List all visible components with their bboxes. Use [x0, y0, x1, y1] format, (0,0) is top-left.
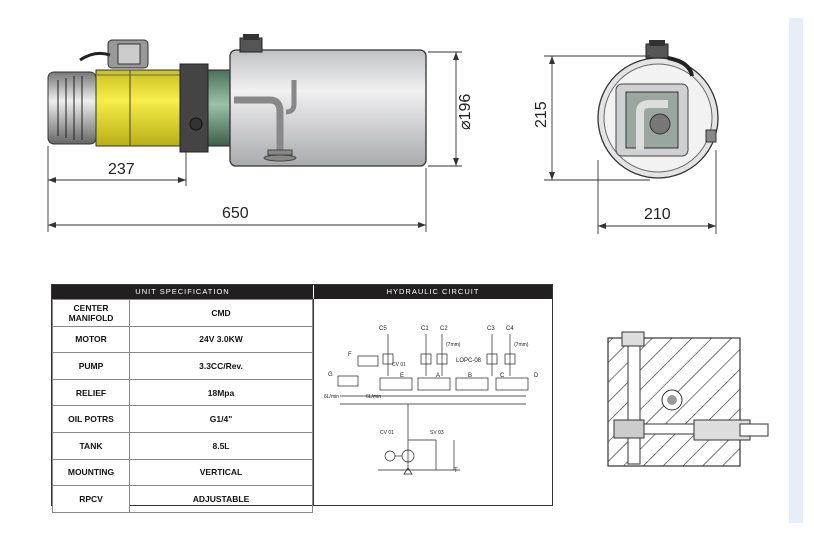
- svg-text:LOPC-08: LOPC-08: [456, 358, 482, 364]
- spec-key: MOUNTING: [52, 458, 130, 487]
- spec-value: VERTICAL: [129, 458, 313, 487]
- svg-text:E: E: [400, 373, 404, 379]
- dim-237: 237: [108, 161, 135, 178]
- circuit-labels: C5 C1 C2 C3 C4 F G E A B C D CV 01 CV 01…: [324, 326, 539, 474]
- svg-text:6L/min: 6L/min: [366, 394, 381, 400]
- svg-text:C5: C5: [379, 326, 387, 332]
- svg-text:CV 01: CV 01: [380, 430, 394, 436]
- spec-value: 24V 3.0KW: [129, 325, 313, 354]
- side-view-power-unit: [47, 34, 427, 167]
- svg-text:G: G: [328, 372, 333, 378]
- svg-text:C4: C4: [506, 326, 514, 332]
- spec-value: ADJUSTABLE: [129, 485, 313, 513]
- dim-650: 650: [222, 205, 249, 222]
- svg-text:(7mm): (7mm): [446, 342, 461, 348]
- svg-text:SV 03: SV 03: [430, 430, 444, 436]
- spec-key: RELIEF: [52, 378, 130, 407]
- right-edge-strip: [789, 18, 803, 523]
- spec-key: OIL POTRS: [52, 405, 130, 433]
- spec-value: 18Mpa: [129, 378, 313, 407]
- manifold-cross-section: [607, 331, 769, 467]
- dim-diameter-196: ⌀196: [457, 94, 474, 130]
- svg-text:B: B: [468, 373, 472, 379]
- spec-key: TANK: [52, 431, 130, 460]
- spec-value: CMD: [129, 299, 313, 327]
- panel-divider: [313, 299, 314, 505]
- svg-text:C1: C1: [421, 326, 429, 332]
- dim-210: 210: [644, 206, 671, 223]
- svg-text:C3: C3: [487, 326, 495, 332]
- svg-text:6L/min: 6L/min: [324, 394, 339, 400]
- spec-panel: UNIT SPECIFICATION HYDRAULIC CIRCUIT CEN…: [51, 284, 553, 513]
- hydraulic-circuit: [337, 334, 529, 475]
- spec-key: PUMP: [52, 352, 130, 380]
- unit-specification-header: UNIT SPECIFICATION: [52, 285, 313, 299]
- spec-key: MOTOR: [52, 325, 130, 354]
- svg-text:CV 01: CV 01: [392, 362, 406, 368]
- svg-text:T: T: [454, 468, 458, 474]
- spec-key: RPCV: [52, 485, 130, 513]
- svg-text:C2: C2: [440, 326, 448, 332]
- svg-text:F: F: [348, 352, 352, 358]
- spec-value: 3.3CC/Rev.: [129, 352, 313, 380]
- spec-value: 8.5L: [129, 431, 313, 460]
- svg-text:(7mm): (7mm): [514, 342, 529, 348]
- spec-value: G1/4": [129, 405, 313, 433]
- dim-215: 215: [533, 101, 550, 128]
- svg-text:D: D: [534, 373, 539, 379]
- hydraulic-circuit-header: HYDRAULIC CIRCUIT: [314, 285, 552, 299]
- end-view-tank: [597, 40, 719, 179]
- svg-text:A: A: [436, 373, 440, 379]
- svg-text:C: C: [500, 373, 505, 379]
- spec-key: CENTER MANIFOLD: [52, 299, 130, 327]
